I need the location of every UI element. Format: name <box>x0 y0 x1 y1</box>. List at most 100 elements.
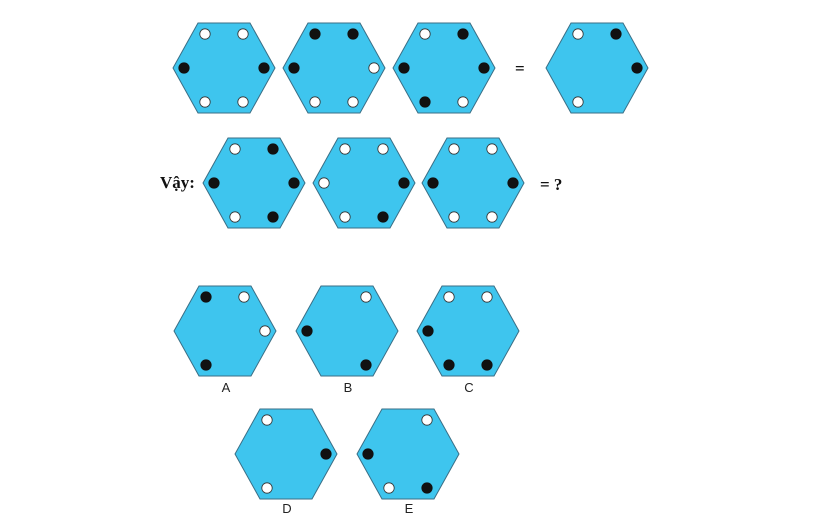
black-dot-right <box>631 62 643 74</box>
hexagon-shape <box>202 137 306 229</box>
white-dot-bottom-right <box>457 96 469 108</box>
white-dot-top-right <box>238 291 250 303</box>
black-dot-top-right <box>347 28 359 40</box>
white-dot-top-right <box>421 414 433 426</box>
black-dot-right <box>320 448 332 460</box>
option-d-hexagon[interactable] <box>234 408 338 500</box>
white-dot-bottom-left <box>309 96 321 108</box>
white-dot-bottom-right <box>486 211 498 223</box>
white-dot-bottom-left <box>448 211 460 223</box>
hexagon-shape <box>356 408 460 500</box>
hexagon-graphic <box>173 285 277 377</box>
hexagon-shape <box>421 137 525 229</box>
puzzle-row1-hexagon-1 <box>172 22 276 114</box>
hexagon-graphic <box>202 137 306 229</box>
black-dot-bottom-right <box>421 482 433 494</box>
hexagon-graphic <box>392 22 496 114</box>
black-dot-bottom-left <box>443 359 455 371</box>
black-dot-right <box>258 62 270 74</box>
hexagon-shape <box>234 408 338 500</box>
white-dot-bottom-right <box>347 96 359 108</box>
puzzle-row2-hexagon-3 <box>421 137 525 229</box>
black-dot-left <box>208 177 220 189</box>
option-e-label: E <box>404 501 414 516</box>
row1-equals-sign: = <box>515 59 525 78</box>
white-dot-top-right <box>481 291 493 303</box>
white-dot-left <box>318 177 330 189</box>
white-dot-top-left <box>572 28 584 40</box>
black-dot-top-right <box>610 28 622 40</box>
puzzle-row1-hexagon-2 <box>282 22 386 114</box>
option-c-hexagon[interactable] <box>416 285 520 377</box>
white-dot-bottom-left <box>229 211 241 223</box>
white-dot-top-left <box>229 143 241 155</box>
hexagon-graphic <box>234 408 338 500</box>
white-dot-top-right <box>486 143 498 155</box>
black-dot-top-right <box>457 28 469 40</box>
black-dot-top-left <box>309 28 321 40</box>
white-dot-bottom-left <box>199 96 211 108</box>
black-dot-right <box>398 177 410 189</box>
black-dot-left <box>362 448 374 460</box>
puzzle-row1-hexagon-3 <box>392 22 496 114</box>
hexagon-graphic <box>312 137 416 229</box>
hexagon-shape <box>173 285 277 377</box>
hexagon-shape <box>172 22 276 114</box>
hexagon-graphic <box>295 285 399 377</box>
white-dot-top-left <box>261 414 273 426</box>
option-a-label: A <box>221 380 231 395</box>
black-dot-bottom-left <box>419 96 431 108</box>
white-dot-top-left <box>199 28 211 40</box>
white-dot-top-right <box>237 28 249 40</box>
puzzle-row2-hexagon-2 <box>312 137 416 229</box>
black-dot-bottom-left <box>200 359 212 371</box>
black-dot-top-left <box>200 291 212 303</box>
puzzle-row1-result-hexagon <box>545 22 649 114</box>
white-dot-bottom-left <box>383 482 395 494</box>
black-dot-left <box>178 62 190 74</box>
hexagon-shape <box>416 285 520 377</box>
row2-equals-question: = ? <box>540 175 563 194</box>
black-dot-top-right <box>267 143 279 155</box>
white-dot-top-left <box>448 143 460 155</box>
hexagon-graphic <box>356 408 460 500</box>
white-dot-bottom-left <box>572 96 584 108</box>
white-dot-bottom-right <box>237 96 249 108</box>
hexagon-shape <box>392 22 496 114</box>
black-dot-left <box>288 62 300 74</box>
white-dot-right <box>368 62 380 74</box>
option-a-hexagon[interactable] <box>173 285 277 377</box>
black-dot-bottom-right <box>377 211 389 223</box>
black-dot-left <box>427 177 439 189</box>
option-b-label: B <box>343 380 353 395</box>
hexagon-shape <box>282 22 386 114</box>
hexagon-graphic <box>282 22 386 114</box>
white-dot-top-right <box>377 143 389 155</box>
hexagon-graphic <box>545 22 649 114</box>
option-c-label: C <box>464 380 474 395</box>
white-dot-top-left <box>339 143 351 155</box>
black-dot-left <box>422 325 434 337</box>
white-dot-top-left <box>443 291 455 303</box>
hexagon-graphic <box>421 137 525 229</box>
option-d-label: D <box>282 501 292 516</box>
white-dot-top-left <box>419 28 431 40</box>
black-dot-right <box>478 62 490 74</box>
option-e-hexagon[interactable] <box>356 408 460 500</box>
hexagon-graphic <box>172 22 276 114</box>
hexagon-shape <box>545 22 649 114</box>
black-dot-bottom-right <box>360 359 372 371</box>
hexagon-shape <box>312 137 416 229</box>
white-dot-top-right <box>360 291 372 303</box>
puzzle-row2-hexagon-1 <box>202 137 306 229</box>
black-dot-left <box>301 325 313 337</box>
black-dot-left <box>398 62 410 74</box>
white-dot-right <box>259 325 271 337</box>
black-dot-right <box>507 177 519 189</box>
black-dot-bottom-right <box>481 359 493 371</box>
row2-prefix-label: Vậy: <box>160 173 195 192</box>
black-dot-bottom-right <box>267 211 279 223</box>
option-b-hexagon[interactable] <box>295 285 399 377</box>
hexagon-shape <box>295 285 399 377</box>
white-dot-bottom-left <box>261 482 273 494</box>
